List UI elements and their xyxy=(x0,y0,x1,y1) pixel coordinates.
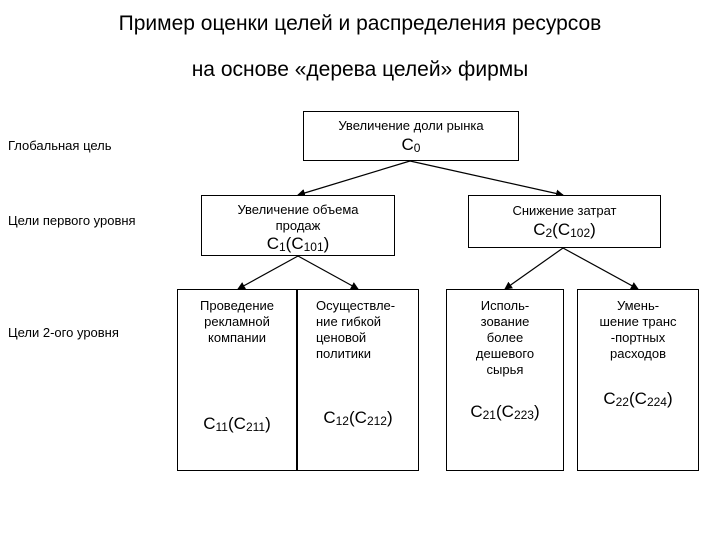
goal-label-c22: Умень- шение транс -портных расходов xyxy=(599,298,677,361)
arrow-c1-c11 xyxy=(237,255,299,290)
goal-box-c21: Исполь- зование более дешевого сырья С21… xyxy=(446,289,564,471)
goal-label-c1: Увеличение объема продаж xyxy=(237,202,359,233)
title-line-1: Пример оценки целей и распределения ресу… xyxy=(118,12,602,35)
goal-label-c0: Увеличение доли рынка xyxy=(338,118,484,133)
goal-box-c0: Увеличение доли рынка С0 xyxy=(303,111,519,161)
goal-label-c12: Осуществле- ние гибкой ценовой политики xyxy=(316,298,396,361)
goal-box-c11: Проведение рекламной компании С11(С211) xyxy=(177,289,297,471)
goal-box-c2: Снижение затрат С2(С102) xyxy=(468,195,661,248)
level-label-global: Глобальная цель xyxy=(8,138,112,153)
goal-code-c1: С1(С101) xyxy=(266,234,330,254)
arrow-c2-c21 xyxy=(504,247,564,290)
goal-box-c22: Умень- шение транс -портных расходов С22… xyxy=(577,289,699,471)
goal-box-c1: Увеличение объема продаж С1(С101) xyxy=(201,195,395,256)
goal-code-c2: С2(С102) xyxy=(533,220,596,240)
arrow-c2-c22 xyxy=(562,247,639,290)
goal-code-c0: С0 xyxy=(401,135,421,155)
goal-code-c21: С21(С223) xyxy=(470,402,540,422)
level-label-first: Цели первого уровня xyxy=(8,213,136,228)
arrow-c0-c1 xyxy=(297,160,411,197)
goal-box-c12: Осуществле- ние гибкой ценовой политики … xyxy=(297,289,419,471)
goal-code-c12: С12(С212) xyxy=(323,408,393,428)
level-label-second: Цели 2-ого уровня xyxy=(8,325,119,340)
goal-code-c22: С22(С224) xyxy=(603,389,673,409)
arrow-c0-c2 xyxy=(409,160,564,198)
goal-label-c2: Снижение затрат xyxy=(512,203,617,218)
goal-label-c11: Проведение рекламной компании xyxy=(200,298,274,345)
arrow-c1-c12 xyxy=(297,255,359,290)
goal-label-c21: Исполь- зование более дешевого сырья xyxy=(475,298,535,377)
title-line-2: на основе «дерева целей» фирмы xyxy=(191,58,529,81)
goal-code-c11: С11(С211) xyxy=(203,414,271,434)
